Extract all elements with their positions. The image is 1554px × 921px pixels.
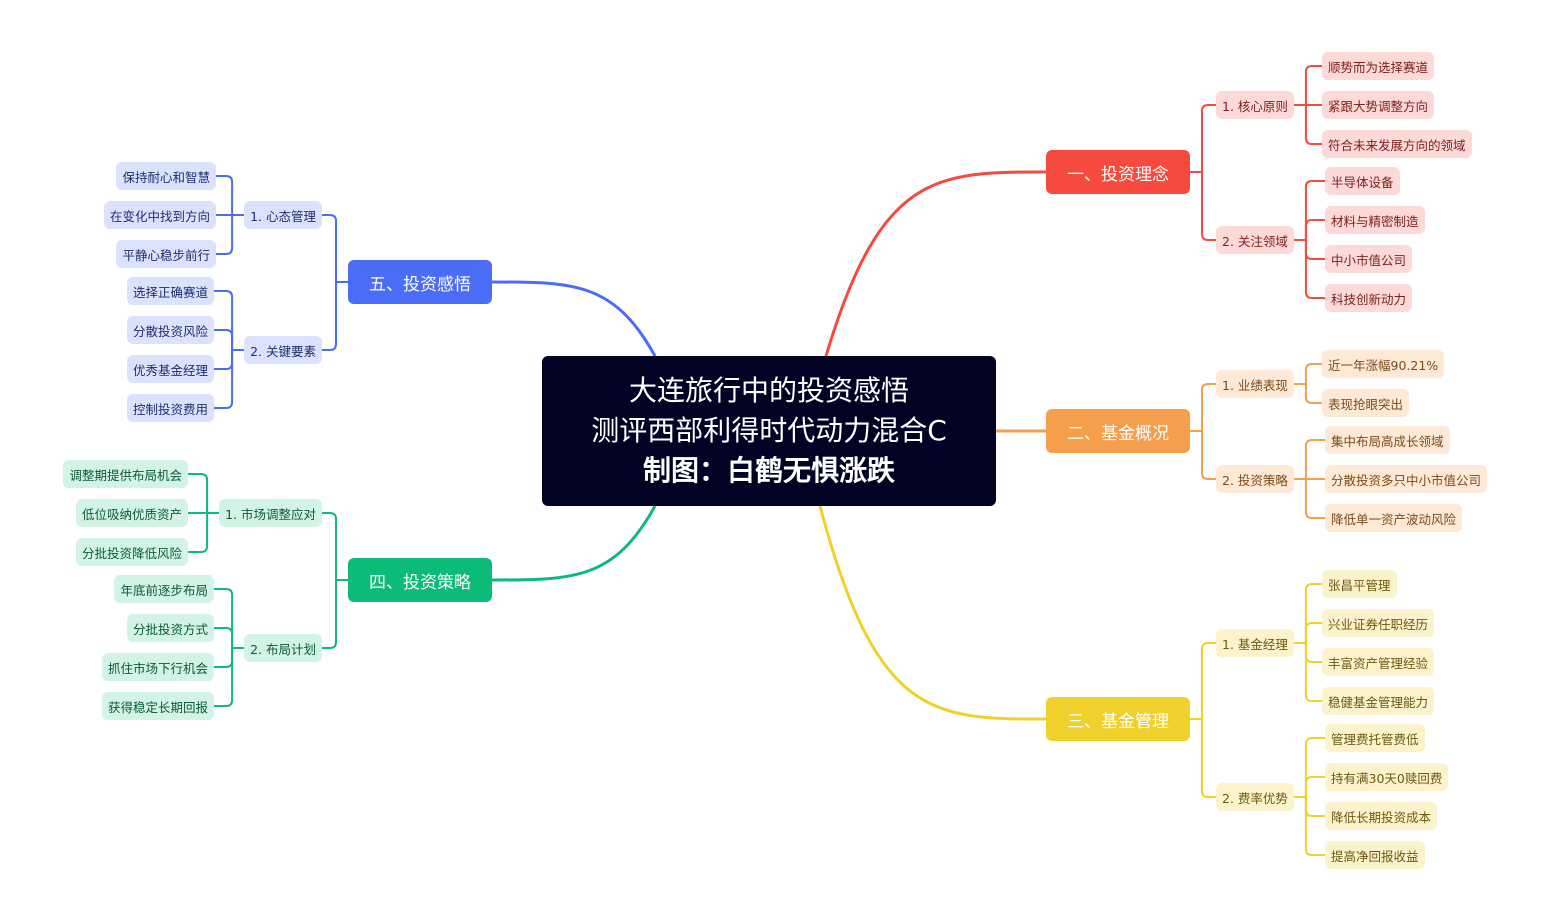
leaf-node[interactable]: 分批投资降低风险 (75, 538, 188, 566)
root-title-line1: 大连旅行中的投资感悟 (628, 374, 909, 407)
connector-line (1293, 239, 1325, 299)
sub-topic-node[interactable]: 1. 市场调整应对 (219, 499, 322, 527)
leaf-node[interactable]: 符合未来发展方向的领域 (1322, 130, 1472, 158)
leaf-node[interactable]: 半导体设备 (1325, 167, 1400, 195)
connector-line (188, 473, 220, 514)
connector-line (1293, 239, 1325, 260)
leaf-node[interactable]: 集中布局高成长领域 (1325, 426, 1450, 454)
leaf-node[interactable]: 年底前逐步布局 (114, 575, 214, 603)
leaf-node[interactable]: 近一年涨幅90.21% (1322, 350, 1445, 378)
connector-line (824, 170, 1047, 357)
sub-topic-node[interactable]: 1. 业绩表现 (1216, 370, 1294, 398)
leaf-node[interactable]: 优秀基金经理 (126, 355, 214, 383)
connector-line (1293, 642, 1322, 702)
leaf-node[interactable]: 丰富资产管理经验 (1322, 648, 1435, 676)
leaf-node[interactable]: 分散投资风险 (126, 316, 214, 344)
connector-line (214, 290, 245, 351)
root-title-line2: 测评西部利得时代动力混合C (591, 414, 947, 447)
branch-node[interactable]: 五、投资感悟 (348, 260, 492, 304)
connector-line (1190, 104, 1216, 173)
sub-topic-node[interactable]: 1. 心态管理 (244, 201, 322, 229)
connector-line (216, 214, 245, 255)
connector-line (1293, 363, 1322, 385)
leaf-node[interactable]: 中小市值公司 (1325, 245, 1413, 273)
connector-line (1293, 737, 1325, 798)
leaf-node[interactable]: 兴业证券任职经历 (1322, 609, 1435, 637)
sub-topic-node[interactable]: 2. 布局计划 (244, 634, 322, 662)
connector-line (1293, 180, 1325, 241)
root-node[interactable]: 大连旅行中的投资感悟 测评西部利得时代动力混合C 制图：白鹤无惧涨跌 (542, 356, 996, 506)
connector-line (1293, 642, 1322, 663)
connector-line (214, 349, 245, 370)
leaf-node[interactable]: 抓住市场下行机会 (101, 653, 214, 681)
connector-line (1293, 383, 1322, 404)
leaf-node[interactable]: 分散投资多只中小市值公司 (1325, 465, 1488, 493)
sub-topic-node[interactable]: 2. 投资策略 (1216, 465, 1294, 493)
leaf-node[interactable]: 提高净回报收益 (1325, 841, 1425, 869)
leaf-node[interactable]: 表现抢眼突出 (1322, 389, 1410, 417)
sub-topic-node[interactable]: 2. 关注领域 (1216, 226, 1294, 254)
connector-line (214, 588, 245, 649)
connector-line (1293, 219, 1325, 241)
leaf-node[interactable]: 科技创新动力 (1325, 284, 1413, 312)
sub-topic-node[interactable]: 2. 关键要素 (244, 336, 322, 364)
connector-line (1293, 478, 1325, 519)
connector-line (214, 647, 245, 668)
connector-line (214, 647, 245, 707)
leaf-node[interactable]: 管理费托管费低 (1325, 724, 1425, 752)
connector-line (1293, 796, 1325, 856)
connector-line (322, 214, 348, 283)
leaf-node[interactable]: 材料与精密制造 (1325, 206, 1425, 234)
connector-line (1190, 430, 1216, 480)
leaf-node[interactable]: 在变化中找到方向 (103, 201, 216, 229)
leaf-node[interactable]: 保持耐心和智慧 (116, 162, 216, 190)
connector-line (1190, 383, 1216, 432)
connector-line (1293, 776, 1325, 798)
leaf-node[interactable]: 调整期提供布局机会 (63, 460, 188, 488)
connector-line (1293, 622, 1322, 644)
sub-topic-node[interactable]: 1. 基金经理 (1216, 629, 1294, 657)
root-author-line: 制图：白鹤无惧涨跌 (642, 454, 895, 487)
connector-line (1190, 171, 1216, 241)
connector-line (214, 627, 245, 649)
leaf-node[interactable]: 平静心稳步前行 (116, 240, 216, 268)
connector-line (491, 505, 657, 582)
leaf-node[interactable]: 稳健基金管理能力 (1322, 687, 1435, 715)
connector-line (216, 175, 245, 216)
branch-node[interactable]: 三、基金管理 (1046, 697, 1190, 741)
connector-line (1293, 104, 1322, 145)
connector-line (818, 505, 1047, 721)
leaf-node[interactable]: 紧跟大势调整方向 (1322, 91, 1435, 119)
leaf-node[interactable]: 持有满30天0赎回费 (1325, 763, 1449, 791)
leaf-node[interactable]: 低位吸纳优质资产 (75, 499, 188, 527)
leaf-node[interactable]: 获得稳定长期回报 (101, 692, 214, 720)
connector-line (1293, 796, 1325, 817)
leaf-node[interactable]: 分批投资方式 (126, 614, 214, 642)
branch-node[interactable]: 四、投资策略 (348, 558, 492, 602)
branch-node[interactable]: 二、基金概况 (1046, 409, 1190, 453)
leaf-node[interactable]: 降低单一资产波动风险 (1325, 504, 1463, 532)
sub-topic-node[interactable]: 1. 核心原则 (1216, 91, 1294, 119)
leaf-node[interactable]: 选择正确赛道 (126, 277, 214, 305)
connector-line (322, 512, 348, 581)
connector-line (1190, 642, 1216, 720)
leaf-node[interactable]: 张昌平管理 (1322, 570, 1397, 598)
connector-line (214, 329, 245, 351)
sub-topic-node[interactable]: 2. 费率优势 (1216, 783, 1294, 811)
leaf-node[interactable]: 降低长期投资成本 (1325, 802, 1438, 830)
connector-line (214, 349, 245, 409)
connector-line (491, 280, 657, 357)
connector-line (1293, 583, 1322, 644)
connector-line (322, 579, 348, 649)
leaf-node[interactable]: 顺势而为选择赛道 (1322, 52, 1435, 80)
connector-line (188, 512, 220, 553)
branch-node[interactable]: 一、投资理念 (1046, 150, 1190, 194)
connector-line (1190, 718, 1216, 798)
connector-line (322, 281, 348, 351)
connector-line (1293, 65, 1322, 106)
leaf-node[interactable]: 控制投资费用 (126, 394, 214, 422)
connector-line (1293, 439, 1325, 480)
